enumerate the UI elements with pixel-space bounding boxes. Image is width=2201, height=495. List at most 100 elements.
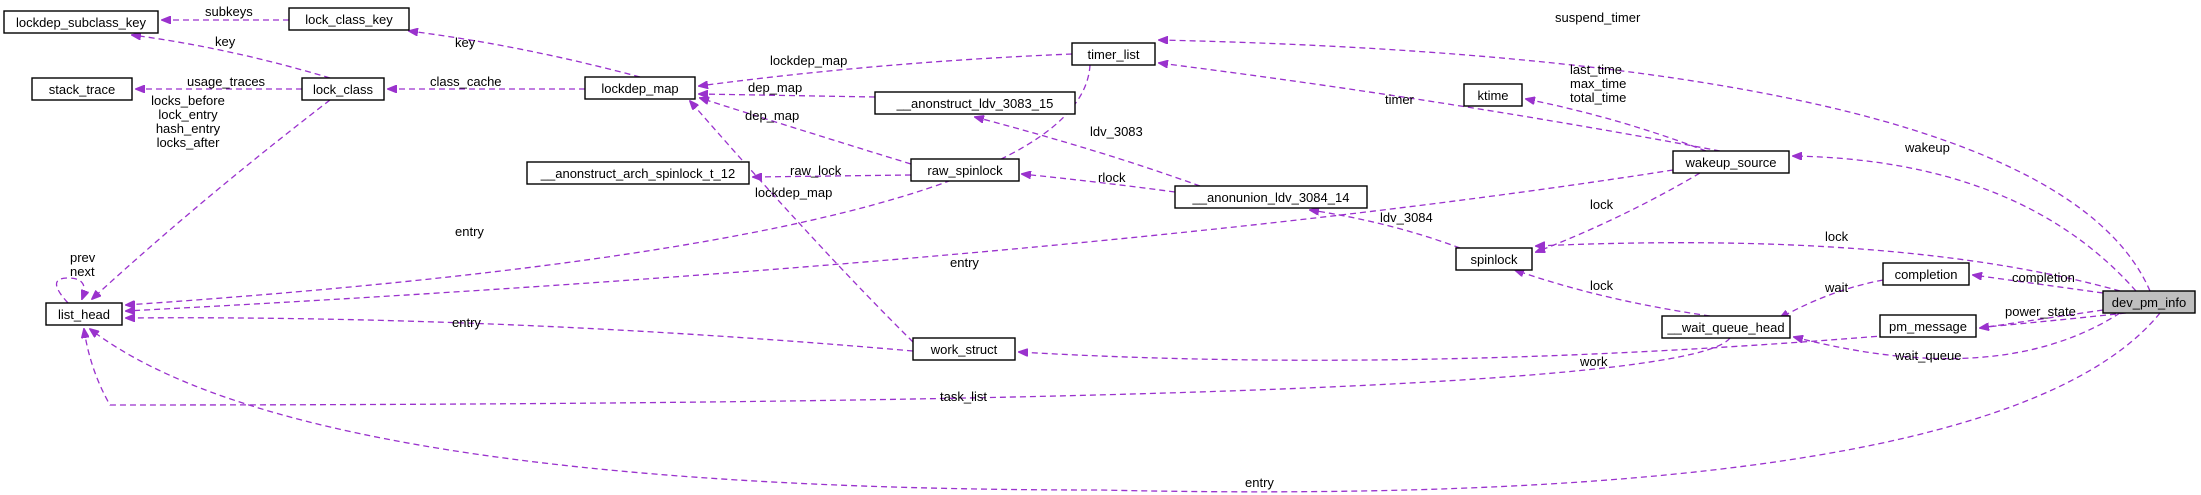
- edge-label: entry: [455, 224, 484, 239]
- node-work-struct[interactable]: work_struct: [912, 337, 1016, 361]
- edge-line: [1159, 63, 1721, 152]
- edge-label: wait: [1824, 280, 1849, 295]
- node-completion[interactable]: completion: [1882, 262, 1970, 286]
- node-label: list_head: [58, 307, 110, 322]
- edge-line: [90, 312, 2161, 493]
- edge-label: lock: [1590, 197, 1614, 212]
- edge-dev_pm_info-to-spinlock: lock: [1536, 229, 2121, 292]
- edge-lock_class-to-lockdep_subclass_key: key: [132, 34, 331, 79]
- node-box[interactable]: [910, 158, 1020, 182]
- node-box[interactable]: [1463, 83, 1523, 107]
- node-box[interactable]: [874, 91, 1076, 115]
- edge-line: [409, 31, 641, 78]
- edge-label: ldv_3084: [1380, 210, 1433, 225]
- edge-label: dep_map: [745, 108, 799, 123]
- node-label: ktime: [1477, 88, 1508, 103]
- edge-lockdep_map-to-lock_class_key: key: [409, 31, 641, 78]
- edge-anonstruct_ldv_3083_15-to-lockdep_map: dep_map: [699, 80, 876, 97]
- edge-label: dep_map: [748, 80, 802, 95]
- edge-label: lock: [1590, 278, 1614, 293]
- edge-dev_pm_info-to-pm_message: power_state: [1980, 304, 2104, 328]
- node-label: lockdep_subclass_key: [16, 15, 147, 30]
- node-box[interactable]: [526, 161, 750, 185]
- node-wait-queue-head[interactable]: __wait_queue_head: [1661, 315, 1791, 339]
- node-box[interactable]: [2102, 290, 2196, 314]
- edge-line: [1515, 270, 1711, 317]
- edge-dev_pm_info-to-timer_list: suspend_timer: [1159, 10, 2151, 292]
- edge-label: wait_queue: [1894, 348, 1962, 363]
- edge-dev_pm_info-to-list_head: entry: [90, 312, 2161, 493]
- node-spinlock[interactable]: spinlock: [1455, 247, 1533, 271]
- node-box[interactable]: [45, 302, 123, 326]
- edge-label: lockdep_map: [770, 53, 847, 68]
- edge-label: usage_traces: [187, 74, 266, 89]
- edge-dev_pm_info-to-wakeup_source: wakeup: [1793, 140, 2137, 292]
- edge-dev_pm_info-to-completion: completion: [1973, 270, 2104, 294]
- node-box[interactable]: [31, 77, 133, 101]
- edge-label: ldv_3083: [1090, 124, 1143, 139]
- edge-line: [690, 101, 914, 343]
- edge-anonunion_ldv_3084_14-to-raw_spinlock: rlock: [1022, 170, 1176, 193]
- node-lock-class-key[interactable]: lock_class_key: [288, 7, 410, 31]
- edge-label: suspend_timer: [1555, 10, 1641, 25]
- node-lockdep-subclass-key[interactable]: lockdep_subclass_key: [3, 10, 159, 34]
- node-label: timer_list: [1087, 47, 1139, 62]
- node-pm-message[interactable]: pm_message: [1879, 314, 1977, 338]
- node-box[interactable]: [1174, 185, 1368, 209]
- edge-label: rlock: [1098, 170, 1126, 185]
- node-box[interactable]: [288, 7, 410, 31]
- node-box[interactable]: [1455, 247, 1533, 271]
- node-box[interactable]: [1071, 42, 1156, 66]
- edge-label: entry: [950, 255, 979, 270]
- edge-line: [1310, 210, 1461, 249]
- node-raw-spinlock[interactable]: raw_spinlock: [910, 158, 1020, 182]
- edge-line: [1780, 279, 1884, 318]
- node-box[interactable]: [3, 10, 159, 34]
- edge-label: lockdep_map: [755, 185, 832, 200]
- edge-label: entry: [452, 315, 481, 330]
- node-box[interactable]: [301, 77, 385, 101]
- node-list-head[interactable]: list_head: [45, 302, 123, 326]
- node-anonunion-ldv-3084-14[interactable]: __anonunion_ldv_3084_14: [1174, 185, 1368, 209]
- edge-label: lock: [1825, 229, 1849, 244]
- node-dev-pm-info[interactable]: dev_pm_info: [2102, 290, 2196, 314]
- edge-wait_queue_head-to-list_head: task_list: [84, 329, 1731, 406]
- edge-timer_list-to-lockdep_map: lockdep_map: [699, 53, 1073, 86]
- node-label: raw_spinlock: [927, 163, 1003, 178]
- node-lock-class[interactable]: lock_class: [301, 77, 385, 101]
- edge-dev_pm_info-to-wait_queue_head: wait_queue: [1794, 312, 2121, 363]
- edge-label: key: [455, 35, 476, 50]
- node-box[interactable]: [1672, 150, 1790, 174]
- edge-line: [1794, 312, 2121, 360]
- node-anonstruct-arch-spinlock-t-12[interactable]: __anonstruct_arch_spinlock_t_12: [526, 161, 750, 185]
- node-stack-trace[interactable]: stack_trace: [31, 77, 133, 101]
- node-box[interactable]: [1661, 315, 1791, 339]
- edge-wakeup_source-to-list_head: entry: [126, 169, 1674, 311]
- node-box[interactable]: [1879, 314, 1977, 338]
- edge-wakeup_source-to-timer_list: timer: [1159, 63, 1721, 152]
- node-timer-list[interactable]: timer_list: [1071, 42, 1156, 66]
- node-wakeup-source[interactable]: wakeup_source: [1672, 150, 1790, 174]
- node-ktime[interactable]: ktime: [1463, 83, 1523, 107]
- node-box[interactable]: [912, 337, 1016, 361]
- node-box[interactable]: [1882, 262, 1970, 286]
- node-label: work_struct: [930, 342, 998, 357]
- node-lockdep-map[interactable]: lockdep_map: [584, 76, 696, 100]
- node-anonstruct-ldv-3083-15[interactable]: __anonstruct_ldv_3083_15: [874, 91, 1076, 115]
- edge-label: power_state: [2005, 304, 2076, 319]
- edge-line: [126, 169, 1674, 311]
- edge-spinlock-to-anonunion_ldv_3084_14: ldv_3084: [1310, 210, 1461, 249]
- node-box[interactable]: [584, 76, 696, 100]
- edge-wakeup_source-to-spinlock: lock: [1536, 172, 1701, 252]
- node-label: lock_class_key: [305, 12, 393, 27]
- node-label: lock_class: [313, 82, 373, 97]
- edge-lock_class-to-stack_trace: usage_traces: [136, 74, 302, 89]
- edge-lock_class_key-to-lockdep_subclass_key: subkeys: [162, 4, 289, 20]
- edge-line: [699, 53, 1073, 86]
